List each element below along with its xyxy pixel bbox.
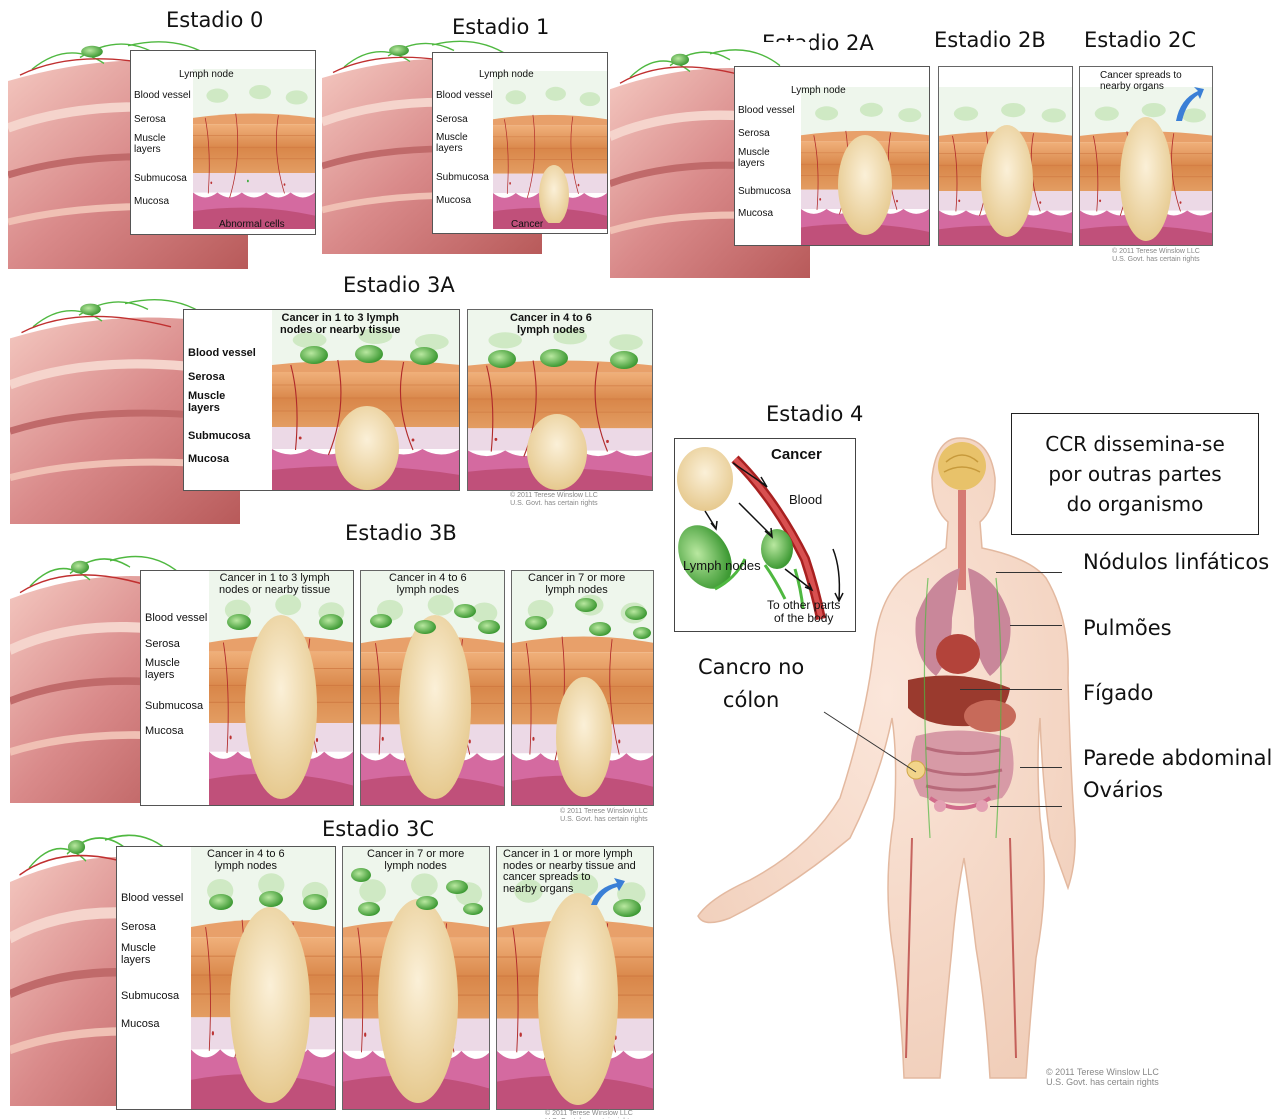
stage-3b-label-mucosa: Mucosa — [145, 725, 184, 737]
stage-3a-label-a46: Cancer in 4 to 6 lymph nodes — [510, 313, 592, 336]
ccr-spread-box: CCR dissemina-se por outras partes do or… — [1011, 413, 1259, 535]
stage-3c-panel-2: Cancer in 7 or more lymph nodes — [342, 846, 490, 1110]
ccr-spread-text: CCR dissemina-se por outras partes do or… — [1045, 429, 1225, 519]
label-pulmoes: Pulmões — [1083, 616, 1172, 640]
stage-0-label-serosa: Serosa — [134, 114, 166, 125]
stage-1-label-serosa: Serosa — [436, 114, 468, 125]
stage-3c-panel-3: Cancer in 1 or more lymph nodes or nearb… — [496, 846, 654, 1110]
label-parede: Parede abdominal — [1083, 746, 1272, 770]
stage-3c-panel: Cancer in 4 to 6 lymph nodes Blood vesse… — [116, 846, 336, 1110]
stage-3c-label-a46: Cancer in 4 to 6 lymph nodes — [207, 849, 285, 872]
label-figado: Fígado — [1083, 681, 1153, 705]
stage-1-label-cancer: Cancer — [511, 219, 543, 230]
stage-3c-copyright: © 2011 Terese Winslow LLC U.S. Govt. has… — [545, 1110, 633, 1119]
stage-1-panel: Lymph node Blood vessel Serosa Muscle la… — [432, 52, 608, 234]
leader-figado — [960, 689, 1062, 690]
stage-3a-copyright: © 2011 Terese Winslow LLC U.S. Govt. has… — [510, 492, 598, 507]
stage-3c-label-serosa: Serosa — [121, 921, 156, 933]
stage-2a-panel: Lymph node Blood vessel Serosa Muscle la… — [734, 66, 930, 246]
stage-3b-label-blood: Blood vessel — [145, 612, 207, 624]
stage-0-label-submucosa: Submucosa — [134, 173, 187, 184]
stage-1-label-muscle: Muscle layers — [436, 132, 468, 154]
colon-cancer-label: Cancro no cólon — [698, 651, 804, 716]
stage-3c-label-mucosa: Mucosa — [121, 1018, 160, 1030]
stage-2-copyright: © 2011 Terese Winslow LLC U.S. Govt. has… — [1112, 248, 1200, 263]
stage-2a-label-mucosa: Mucosa — [738, 208, 773, 219]
stage-0-label-lymph: Lymph node — [179, 69, 234, 80]
stage-3a-title: Estadio 3A — [343, 273, 455, 297]
stage-0-label-mucosa: Mucosa — [134, 196, 169, 207]
stage-3a-panel: Cancer in 1 to 3 lymph nodes or nearby t… — [183, 309, 460, 491]
stage-3b-label-submucosa: Submucosa — [145, 700, 203, 712]
label-nodulos: Nódulos linfáticos — [1083, 550, 1269, 574]
stage-3c-label-a1more: Cancer in 1 or more lymph nodes or nearb… — [503, 849, 636, 895]
stage-2a-label-lymph: Lymph node — [791, 85, 846, 96]
stage-3c-label-a7: Cancer in 7 or more lymph nodes — [367, 849, 464, 872]
stage-1-label-mucosa: Mucosa — [436, 195, 471, 206]
stage-3c-tumor — [225, 901, 315, 1107]
stage-3a-lymph-nodes-2 — [484, 344, 644, 374]
label-ovarios: Ovários — [1083, 778, 1163, 802]
stage-3a-label-blood: Blood vessel — [188, 347, 256, 359]
stage-3b-lymph-nodes-3 — [516, 593, 652, 643]
stage-0-tissue — [193, 69, 315, 229]
stage-3b-label-a13: Cancer in 1 to 3 lymph nodes or nearby t… — [219, 573, 330, 596]
stage-3a-panel-2: Cancer in 4 to 6 lymph nodes — [467, 309, 653, 491]
stage-0-label-abnormal: Abnormal cells — [219, 219, 285, 230]
stage-2c-panel: Cancer spreads to nearby organs — [1079, 66, 1213, 246]
stage-2a-label-serosa: Serosa — [738, 128, 770, 139]
stage-3b-panel-2: Cancer in 4 to 6 lymph nodes — [360, 570, 505, 806]
stage-3a-label-a13: Cancer in 1 to 3 lymph nodes or nearby t… — [280, 313, 400, 336]
leader-ovarios — [990, 806, 1062, 807]
stage-3c-lymph-nodes — [203, 887, 333, 917]
stage-4-copyright: © 2011 Terese Winslow LLC U.S. Govt. has… — [1046, 1068, 1159, 1088]
stage-3b-title: Estadio 3B — [345, 521, 457, 545]
stage-2a-label-muscle: Muscle layers — [738, 147, 770, 169]
stage-3c-tumor-2 — [373, 893, 463, 1107]
stage-3a-label-mucosa: Mucosa — [188, 453, 229, 465]
stage-3b-label-a7: Cancer in 7 or more lymph nodes — [528, 573, 625, 596]
stage-3b-copyright: © 2011 Terese Winslow LLC U.S. Govt. has… — [560, 808, 648, 823]
stage-2c-tumor — [1116, 111, 1176, 241]
stage-3c-label-submucosa: Submucosa — [121, 990, 179, 1002]
stage-1-tumor — [537, 153, 571, 223]
stage-2c-title: Estadio 2C — [1084, 28, 1196, 52]
leader-parede — [1020, 767, 1062, 768]
stage-3a-tumor — [332, 400, 402, 490]
stage-0-label-blood: Blood vessel — [134, 90, 191, 101]
stage-2b-panel — [938, 66, 1073, 246]
stage-3b-label-serosa: Serosa — [145, 638, 180, 650]
stage-3b-panel-3: Cancer in 7 or more lymph nodes — [511, 570, 654, 806]
stage-1-label-lymph: Lymph node — [479, 69, 534, 80]
stage-3a-lymph-nodes — [294, 340, 444, 370]
stage-3b-label-muscle: Muscle layers — [145, 657, 180, 681]
stage-2c-label-spreads: Cancer spreads to nearby organs — [1100, 71, 1182, 92]
stage-0-panel: Lymph node Blood vessel Serosa Muscle la… — [130, 50, 316, 235]
stage-2b-title: Estadio 2B — [934, 28, 1046, 52]
stage-3c-title: Estadio 3C — [322, 817, 434, 841]
stage-3c-label-blood: Blood vessel — [121, 892, 183, 904]
stage-1-label-blood: Blood vessel — [436, 90, 493, 101]
stage-3a-label-submucosa: Submucosa — [188, 430, 250, 442]
stage-0-title: Estadio 0 — [166, 8, 263, 32]
stage-3a-label-serosa: Serosa — [188, 371, 225, 383]
stage-0-label-muscle: Muscle layers — [134, 133, 166, 155]
stage-1-label-submucosa: Submucosa — [436, 172, 489, 183]
stage-3b-tumor-3 — [552, 671, 616, 801]
stage-3a-label-muscle: Muscle layers — [188, 390, 225, 414]
stage-2a-label-submucosa: Submucosa — [738, 186, 791, 197]
leader-pulmoes — [1010, 625, 1062, 626]
colon-cancer-leader-line — [820, 708, 920, 778]
stage-3b-lymph-nodes — [221, 607, 351, 637]
leader-nodulos — [996, 572, 1062, 573]
stage-2b-tumor — [977, 119, 1037, 239]
stage-3b-lymph-nodes-2 — [365, 599, 501, 639]
stage-3b-panel: Cancer in 1 to 3 lymph nodes or nearby t… — [140, 570, 354, 806]
stage-2a-tumor — [835, 127, 895, 237]
stage-3a-tumor-2 — [524, 406, 590, 490]
stage-2a-label-blood: Blood vessel — [738, 105, 795, 116]
stage-3b-label-a46: Cancer in 4 to 6 lymph nodes — [389, 573, 467, 596]
stage-3c-label-muscle: Muscle layers — [121, 942, 156, 966]
